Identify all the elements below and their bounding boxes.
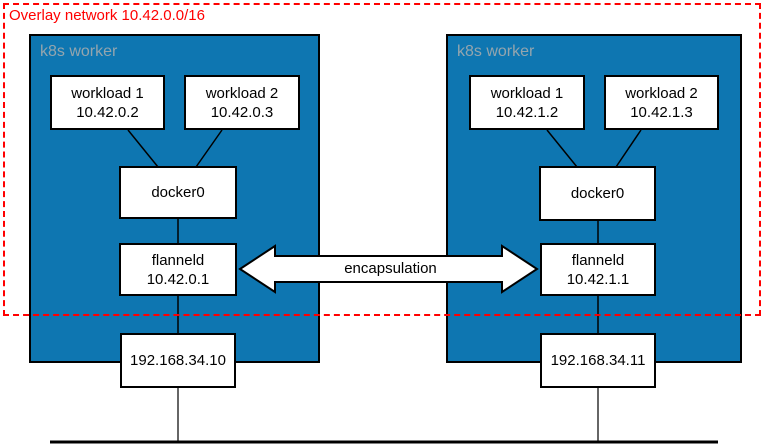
node-docker0-right: docker0 [539, 166, 656, 221]
node-label: flanneld [151, 251, 205, 269]
encapsulation-arrow [238, 244, 539, 294]
edge-workload2-docker0-left [195, 129, 223, 168]
edge-workload2-docker0-right [615, 129, 642, 168]
encapsulation-label: encapsulation [344, 260, 437, 277]
node-label: workload 2 [625, 84, 698, 102]
overlay-network-title: Overlay network 10.42.0.0/16 [9, 7, 205, 24]
node-ip: 10.42.0.1 [146, 270, 210, 288]
node-ip: 10.42.0.3 [210, 103, 274, 121]
node-ip: 10.42.1.3 [630, 103, 693, 121]
node-docker0-left: docker0 [119, 166, 237, 219]
node-ip: 192.168.34.11 [550, 352, 646, 369]
node-host-ip-right: 192.168.34.11 [540, 333, 656, 388]
node-ip: 10.42.1.2 [495, 103, 559, 121]
node-ip: 192.168.34.10 [130, 352, 226, 369]
node-label: docker0 [570, 185, 625, 202]
worker-label: k8s worker [40, 43, 118, 60]
node-label: workload 1 [490, 84, 564, 102]
edge-workload1-docker0-left [127, 129, 159, 168]
worker-label: k8s worker [457, 43, 535, 60]
node-label: workload 2 [205, 84, 279, 102]
node-flanneld-right: flanneld 10.42.1.1 [540, 243, 656, 296]
node-workload1-right: workload 1 10.42.1.2 [469, 75, 585, 130]
node-flanneld-left: flanneld 10.42.0.1 [119, 243, 237, 296]
node-workload2-right: workload 2 10.42.1.3 [604, 75, 719, 130]
node-workload2-left: workload 2 10.42.0.3 [184, 75, 300, 130]
node-ip: 10.42.1.1 [566, 270, 630, 288]
edge-workload1-docker0-right [546, 129, 578, 168]
node-workload1-left: workload 1 10.42.0.2 [50, 75, 165, 130]
node-host-ip-left: 192.168.34.10 [120, 333, 236, 388]
node-label: workload 1 [71, 84, 144, 102]
node-label: docker0 [151, 184, 205, 201]
node-ip: 10.42.0.2 [76, 103, 139, 121]
node-label: flanneld [571, 251, 625, 269]
